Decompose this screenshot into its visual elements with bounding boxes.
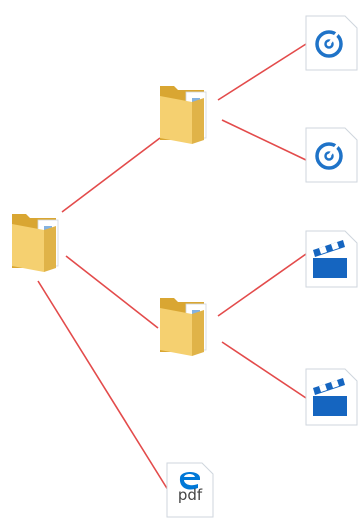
link-folder-b-clapper-2 <box>221 341 307 399</box>
folder-icon <box>12 214 59 272</box>
music-file-node-1[interactable] <box>305 15 358 71</box>
link-root-pdf <box>37 280 169 491</box>
pdf-edge-file-icon <box>166 462 214 518</box>
link-folder-b-clapper-1 <box>217 253 307 317</box>
pdf-file-node[interactable]: pdf <box>166 462 214 518</box>
link-root-folder-b <box>65 255 159 329</box>
folder-icon <box>160 86 207 144</box>
folder-icon <box>160 298 207 356</box>
video-clapper-file-icon <box>305 368 358 426</box>
link-root-folder-a <box>61 137 161 213</box>
pdf-label: pdf <box>177 486 203 504</box>
video-file-node-1[interactable] <box>305 230 358 288</box>
music-disc-file-icon <box>305 127 358 183</box>
link-folder-a-disc-2 <box>221 119 307 161</box>
music-file-node-2[interactable] <box>305 127 358 183</box>
folder-b-node[interactable] <box>158 292 216 358</box>
folder-a-node[interactable] <box>158 80 216 146</box>
root-folder-node[interactable] <box>10 208 68 274</box>
link-folder-a-disc-1 <box>217 43 307 101</box>
video-clapper-file-icon <box>305 230 358 288</box>
video-file-node-2[interactable] <box>305 368 358 426</box>
music-disc-file-icon <box>305 15 358 71</box>
